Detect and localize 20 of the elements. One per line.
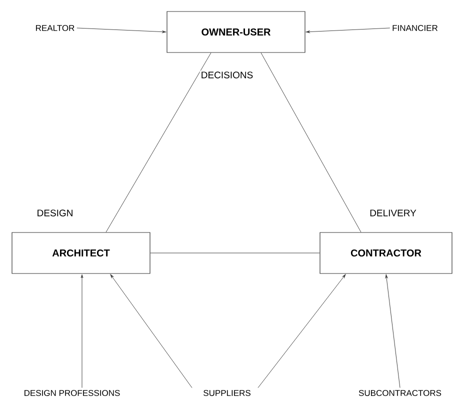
arrow xyxy=(80,274,84,388)
party-label: SUPPLIERS xyxy=(204,390,250,396)
party-label: REALTOR xyxy=(36,25,74,31)
relation-label: DECISIONS xyxy=(200,70,254,80)
arrow xyxy=(76,28,166,34)
arrow xyxy=(110,274,192,388)
arrow xyxy=(306,28,390,34)
arrow xyxy=(258,274,346,388)
role-box: CONTRACTOR xyxy=(320,232,452,274)
arrow xyxy=(385,274,400,388)
role-box: OWNER-USER xyxy=(166,11,306,53)
relation-label: DELIVERY xyxy=(368,208,418,218)
party-label: SUBCONTRACTORS xyxy=(358,390,442,396)
party-label: FINANCIER xyxy=(392,25,438,31)
connector-line xyxy=(106,52,212,232)
role-box: ARCHITECT xyxy=(12,232,150,274)
party-label: DESIGN PROFESSIONS xyxy=(24,390,120,396)
connector-line xyxy=(260,52,362,232)
connector-line xyxy=(150,252,320,254)
relation-label: DESIGN xyxy=(36,208,74,218)
